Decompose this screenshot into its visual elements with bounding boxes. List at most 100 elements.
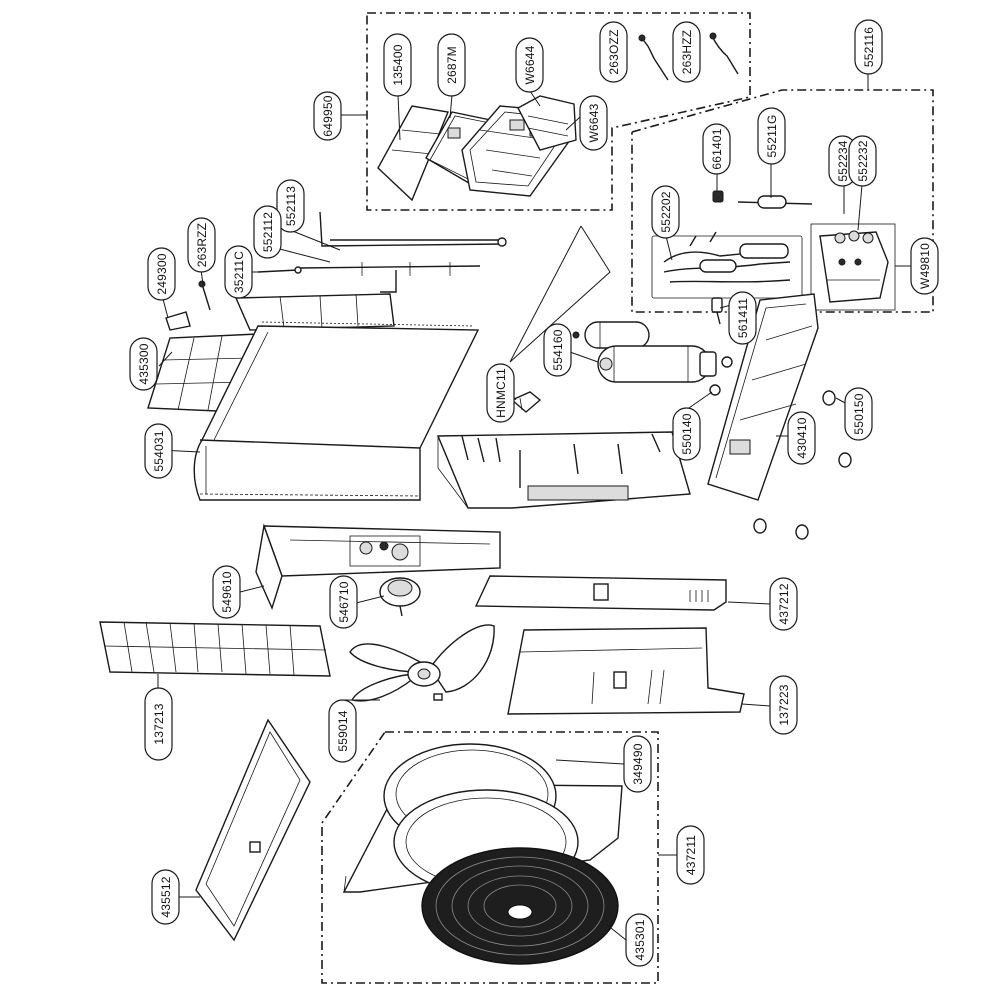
part-number-text: 552112 <box>261 212 275 252</box>
motor-bracket-549610 <box>255 523 501 610</box>
part-label-552232: 552232 <box>848 135 877 187</box>
base-posts <box>461 433 661 488</box>
sensor-wire-263HZZ <box>709 32 739 75</box>
part-number-text: 263RZZ <box>195 223 209 268</box>
part-label-437212: 437212 <box>769 577 798 631</box>
part-number-text: W49810 <box>918 243 932 289</box>
part-number-text: 435301 <box>633 919 647 960</box>
accumulator <box>572 321 650 349</box>
part-label-HNMC11: HNMC11 <box>486 363 515 423</box>
coil-fins <box>199 321 475 497</box>
leader-lines <box>157 73 911 941</box>
part-number-text: 263HZZ <box>680 30 694 75</box>
partition-vents <box>689 590 709 602</box>
part-label-137213: 137213 <box>144 687 173 761</box>
part-label-554160: 554160 <box>543 323 572 377</box>
part-number-text: 661401 <box>710 128 724 169</box>
part-label-55211G: 55211G <box>757 107 786 165</box>
part-label-552116: 552116 <box>854 19 883 75</box>
part-label-35211C: 35211C <box>224 245 253 299</box>
part-label-435300: 435300 <box>129 337 158 391</box>
front-grille-137213 <box>99 621 331 677</box>
nuts-550150 <box>753 390 852 540</box>
control-board-cover-135400 <box>377 105 449 202</box>
sensor-263RZZ <box>198 280 211 311</box>
base-pan <box>436 431 691 509</box>
part-label-430410: 430410 <box>787 411 816 465</box>
condenser-coil-554031 <box>193 321 480 501</box>
part-number-text: HNMC11 <box>494 368 508 418</box>
part-label-349490: 349490 <box>623 735 652 793</box>
part-number-text: 550140 <box>680 413 694 454</box>
pipe-552113 <box>319 211 507 247</box>
part-label-W6643: W6643 <box>579 95 608 151</box>
part-label-263HZZ: 263HZZ <box>672 21 701 83</box>
part-number-text: 552234 <box>836 140 850 181</box>
panel-137223 <box>507 627 745 715</box>
pipe-552112 <box>299 262 481 293</box>
part-label-437211: 437211 <box>676 825 705 885</box>
part-label-549610: 549610 <box>212 565 241 619</box>
group-frame-fan-shroud <box>321 731 659 984</box>
part-number-text: 552202 <box>659 191 673 232</box>
part-label-263RZZ: 263RZZ <box>187 217 216 273</box>
partition-437212 <box>474 575 727 611</box>
part-number-text: 135400 <box>391 44 405 85</box>
part-label-249300: 249300 <box>147 247 176 301</box>
bracket-35211C <box>257 266 302 274</box>
part-label-552112: 552112 <box>253 205 282 259</box>
sensor-wire-263OZZ <box>638 34 669 81</box>
part-number-text: W6644 <box>523 45 537 84</box>
terminal-box-W49810 <box>810 223 896 311</box>
part-number-text: 435512 <box>159 876 173 917</box>
part-number-text: 552116 <box>862 27 876 67</box>
part-label-W49810: W49810 <box>910 237 939 295</box>
part-number-text: 552113 <box>284 186 298 226</box>
valve-561411 <box>711 297 723 325</box>
part-number-text: 430410 <box>795 417 809 458</box>
part-label-W6644: W6644 <box>515 37 544 93</box>
part-label-649950: 649950 <box>313 91 342 141</box>
part-number-text: 649950 <box>321 95 335 136</box>
fan-guard-435301 <box>421 847 619 965</box>
part-label-552202: 552202 <box>651 185 680 239</box>
grommet-550140 <box>709 356 733 396</box>
side-panel-430410 <box>707 293 819 501</box>
part-number-text: W6643 <box>587 103 601 142</box>
part-number-text: 550150 <box>852 393 866 434</box>
part-number-text: 263OZZ <box>607 29 621 74</box>
part-number-text: 546710 <box>337 581 351 622</box>
part-label-550140: 550140 <box>672 407 701 461</box>
part-label-435512: 435512 <box>151 869 180 925</box>
coil-661401 <box>712 190 724 203</box>
part-number-text: 561411 <box>736 298 750 338</box>
part-label-554031: 554031 <box>144 423 173 479</box>
part-number-text: 554160 <box>551 329 565 370</box>
shroud-ring-349490 <box>383 743 579 895</box>
part-label-435301: 435301 <box>625 913 654 967</box>
part-number-text: 437211 <box>684 835 698 875</box>
part-number-text: 35211C <box>232 251 246 293</box>
fan-blade-559014 <box>349 624 495 702</box>
filter-55211G <box>737 195 813 209</box>
reversing-valve-assembly <box>651 231 803 299</box>
part-label-546710: 546710 <box>329 575 358 629</box>
part-number-text: 55211G <box>765 114 779 157</box>
part-label-559014: 559014 <box>328 699 357 763</box>
front-panel-435512 <box>195 718 311 942</box>
top-guard <box>234 293 395 331</box>
part-number-text: 437212 <box>777 583 791 624</box>
compressor-554160 <box>597 345 717 383</box>
part-number-text: 137213 <box>152 703 166 744</box>
holder-249300 <box>165 311 191 331</box>
group-frame-valve-assembly <box>631 89 934 313</box>
group-frame-control-box <box>366 12 751 211</box>
part-number-text: 349490 <box>631 743 645 784</box>
part-number-text: 554031 <box>152 430 166 471</box>
part-label-2687M: 2687M <box>437 33 466 97</box>
mount-HNMC11 <box>510 391 542 413</box>
part-label-561411: 561411 <box>728 291 757 345</box>
part-label-137223: 137223 <box>769 675 798 735</box>
